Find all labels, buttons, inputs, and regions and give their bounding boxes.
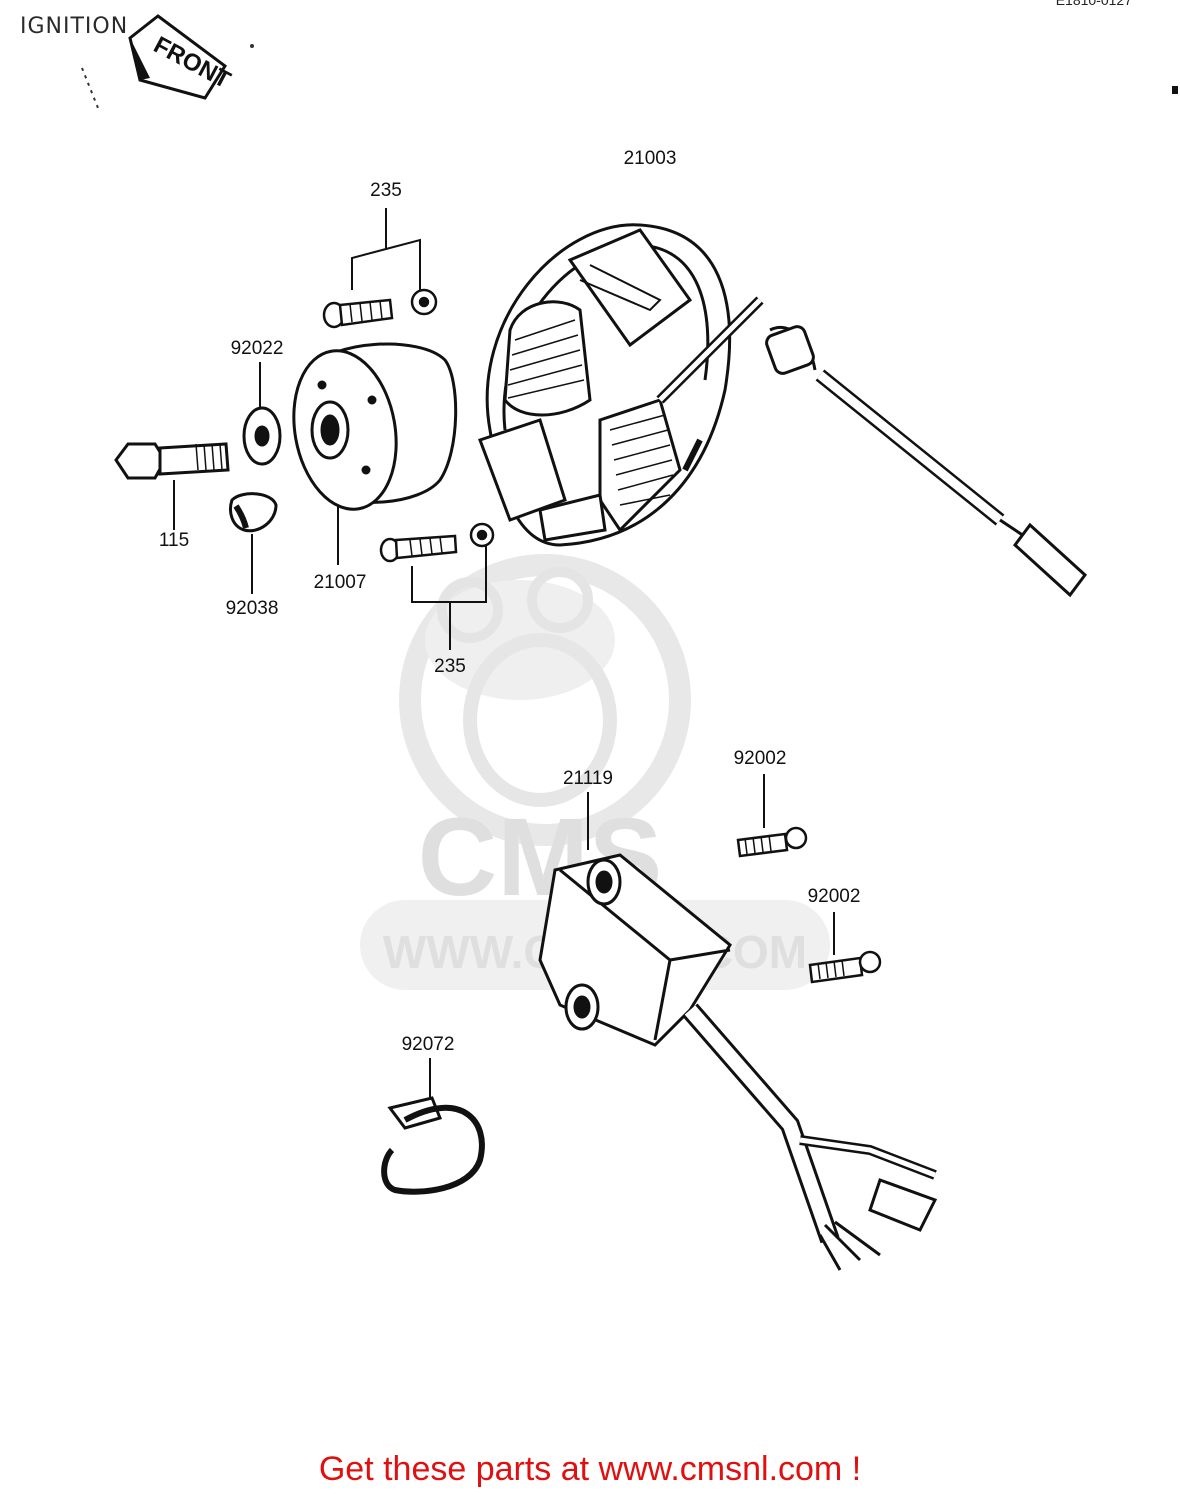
cdi-unit (538, 792, 938, 1271)
cable-clamp-92072 (381, 1058, 485, 1195)
woodruff-key-92038 (229, 492, 278, 594)
label-92002-b: 92002 (808, 886, 861, 907)
label-92022: 92022 (231, 338, 284, 359)
label-21119: 21119 (563, 768, 613, 789)
bolt-115 (114, 442, 230, 530)
stator-plate (478, 223, 1088, 598)
diagram-reference-code: E1810-0127 (1055, 0, 1132, 8)
washer-92022 (242, 362, 282, 466)
label-235-bottom: 235 (434, 656, 466, 677)
rotor-flywheel (292, 342, 458, 565)
label-92038: 92038 (226, 598, 279, 619)
label-92072: 92072 (402, 1034, 455, 1055)
bolt-235-top (322, 208, 438, 329)
footer-link-text[interactable]: Get these parts at www.cmsnl.com ! (318, 1450, 862, 1488)
bolt-235-bottom (379, 522, 495, 650)
label-21003: 21003 (624, 148, 677, 169)
label-92002-a: 92002 (734, 748, 787, 769)
part-labels: 21003 235 92022 115 92038 21007 235 2111… (159, 148, 861, 1055)
screw-92002-a (736, 774, 808, 858)
label-115: 115 (159, 530, 189, 551)
label-235-top: 235 (370, 180, 402, 201)
label-21007: 21007 (314, 572, 367, 593)
screw-92002-b (808, 912, 882, 984)
page-title: IGNITION (20, 14, 129, 39)
front-arrow-tag: FRONT (81, 14, 1178, 109)
